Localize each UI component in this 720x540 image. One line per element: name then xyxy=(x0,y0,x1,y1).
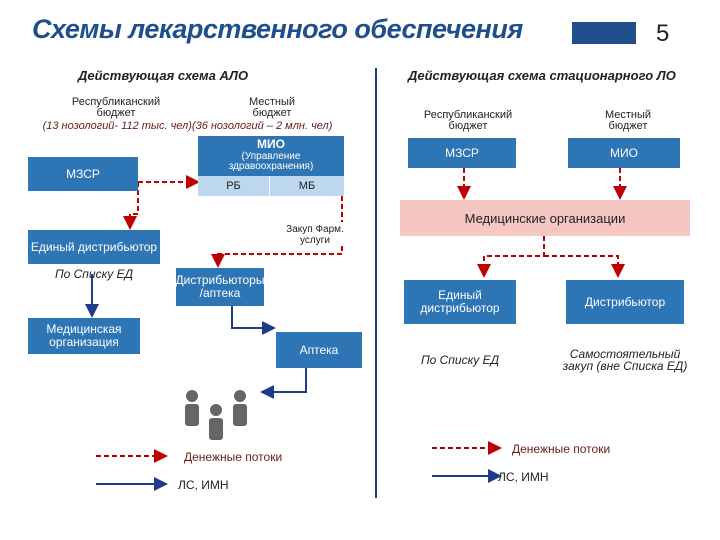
left-medical-org-box: Медицинская организация xyxy=(28,318,140,354)
right-legend-money: Денежные потоки xyxy=(512,442,611,456)
money-arrow-mzsr-to-ed xyxy=(123,182,139,230)
left-distributors-pharmacy-box: Дистрибьюторы /аптека xyxy=(176,268,264,306)
right-mzsr-box: МЗСР xyxy=(408,138,516,168)
left-rb-box: РБ xyxy=(198,176,270,196)
drug-arrow-pharmacy-to-patients xyxy=(260,368,307,399)
left-mzsr-box: МЗСР xyxy=(28,157,138,191)
right-medical-orgs-box: Медицинские организации xyxy=(400,200,690,236)
left-mb-box: МБ xyxy=(270,176,344,196)
left-single-distributor-box: Единый дистрибьютор xyxy=(28,230,160,264)
left-zakup-label: Закуп Фарм. услуги xyxy=(286,224,344,246)
right-legend-drugs: ЛС, ИМН xyxy=(498,470,549,484)
money-arrow-medorgs-to-distrib xyxy=(544,255,625,278)
slide-number-bar xyxy=(572,22,636,44)
column-divider xyxy=(375,68,377,498)
slide-number: 5 xyxy=(656,20,670,47)
left-mio-sub: (Управление здравоохранения) xyxy=(228,151,314,172)
drug-arrow-distrib-to-pharmacy xyxy=(231,306,276,335)
right-mio-box: МИО xyxy=(568,138,680,168)
left-mio-box: МИО (Управление здравоохранения) xyxy=(198,136,344,176)
right-rep-budget: Республиканский бюджет xyxy=(423,109,513,132)
left-loc-budget: Местный бюджет xyxy=(248,96,296,119)
patients-icon xyxy=(185,390,247,440)
money-arrow-zakup-to-distrib xyxy=(211,246,343,268)
left-by-list: По Списку ЕД xyxy=(54,267,134,281)
right-self-purchase: Самостоятельный закуп (вне Списка ЕД) xyxy=(562,347,688,373)
left-rep-budget: Республиканский бюджет xyxy=(71,96,161,119)
left-mio-label: МИО xyxy=(257,137,285,151)
left-heading: Действующая схема АЛО xyxy=(78,68,249,83)
left-legend-drugs: ЛС, ИМН xyxy=(178,478,229,492)
right-heading: Действующая схема стационарного ЛО xyxy=(408,68,676,83)
page-title: Схемы лекарственного обеспечения xyxy=(32,14,523,44)
right-single-distributor-box: Единый дистрибьютор xyxy=(404,280,516,324)
money-arrow-medorgs-to-ed xyxy=(477,236,545,278)
left-nosology-line: (13 нозологий- 112 тыс. чел)(36 нозологи… xyxy=(42,120,333,132)
right-by-list: По Списку ЕД xyxy=(420,353,500,367)
left-legend-money: Денежные потоки xyxy=(184,450,283,464)
left-pharmacy-box: Аптека xyxy=(276,332,362,368)
right-distributor-box: Дистрибьютор xyxy=(566,280,684,324)
right-loc-budget: Местный бюджет xyxy=(604,109,652,132)
